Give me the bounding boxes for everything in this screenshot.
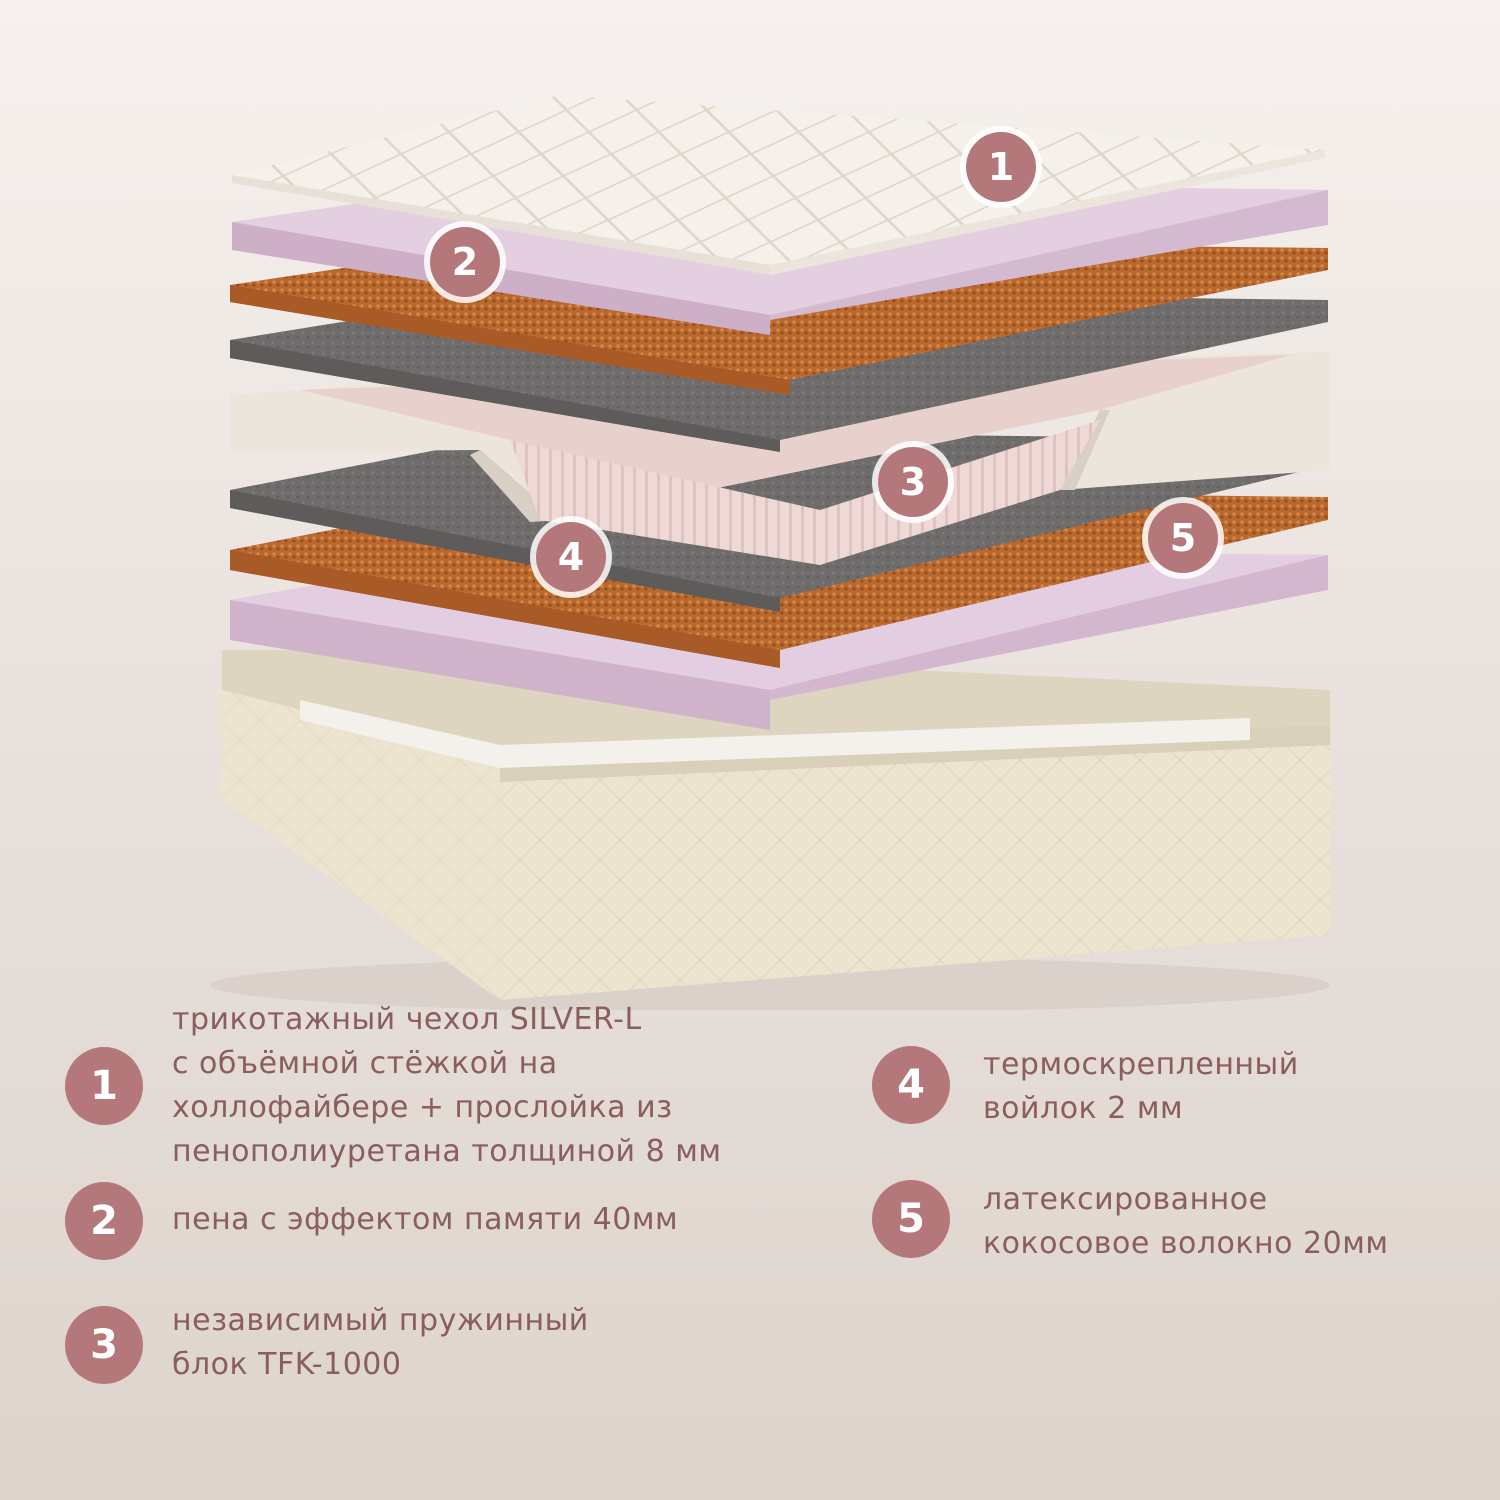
legend-text-2: пена с эффектом памяти 40мм — [172, 1202, 679, 1237]
layer-marker-5: 5 — [1148, 503, 1218, 573]
legend-badge-5: 5 — [872, 1180, 950, 1258]
mattress-layers-illustration — [210, 95, 1330, 1010]
mattress-base — [222, 650, 1330, 1000]
legend-text-1: трикотажный чехол SILVER-L с объёмной ст… — [172, 1002, 722, 1169]
quilted-cover — [232, 95, 1325, 275]
legend-badge-2: 2 — [65, 1182, 143, 1260]
legend-badge-1: 1 — [65, 1047, 143, 1125]
legend-text-4: термоскрепленный войлок 2 мм — [983, 1047, 1299, 1126]
layer-marker-3: 3 — [878, 447, 948, 517]
legend-text-5: латексированное кокосовое волокно 20мм — [983, 1182, 1389, 1261]
legend-badge-4: 4 — [872, 1046, 950, 1124]
legend-text-3: независимый пружинный блок TFK-1000 — [172, 1303, 589, 1382]
layer-marker-4: 4 — [536, 522, 606, 592]
layer-marker-1: 1 — [966, 132, 1036, 202]
layer-marker-2: 2 — [430, 227, 500, 297]
legend-badge-3: 3 — [65, 1306, 143, 1384]
